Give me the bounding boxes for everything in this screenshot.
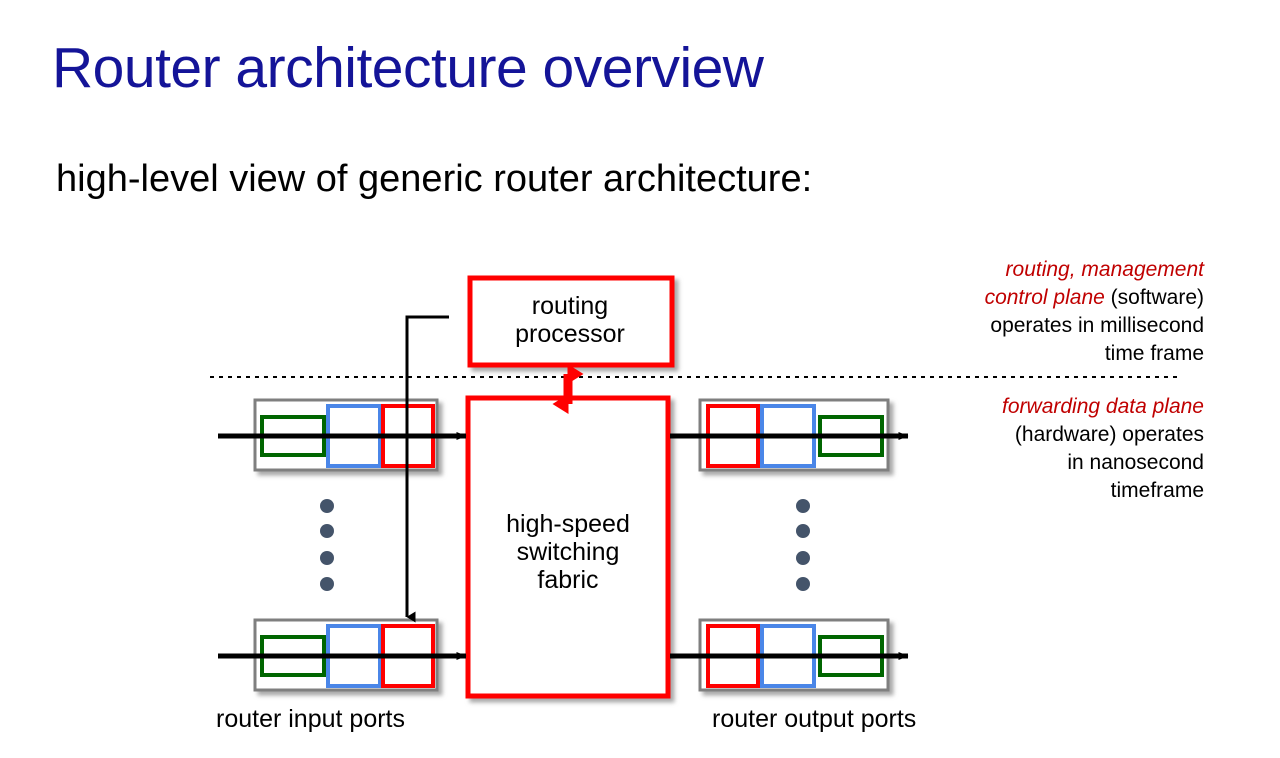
ellipsis-dot (320, 524, 334, 538)
input-ports-ellipsis (320, 499, 334, 591)
page-title: Router architecture overview (52, 36, 764, 100)
ellipsis-dot (796, 499, 810, 513)
switching-fabric-label-line2: switching (516, 538, 620, 566)
data-plane-annotation-line1: forwarding data plane (874, 393, 1204, 421)
routing-processor-label: routing processor (470, 292, 670, 348)
control-plane-annotation-line2: control plane (software) (874, 284, 1204, 312)
control-plane-annotation-line1: routing, management (874, 256, 1204, 284)
routing-processor-label-line1: routing (531, 292, 609, 320)
data-plane-annotation-line4: timeframe (1110, 478, 1204, 502)
data-plane-annotation: forwarding data plane (hardware) operate… (874, 393, 1204, 505)
switching-fabric-label: high-speed switching fabric (468, 510, 668, 594)
ellipsis-dot (796, 577, 810, 591)
ellipsis-dot (320, 499, 334, 513)
control-plane-annotation-line3: operates in millisecond (990, 313, 1204, 337)
control-plane-emphasis-2: control plane (984, 285, 1105, 309)
switching-fabric-box (465, 395, 671, 699)
output-ports-caption: router output ports (712, 705, 917, 733)
switching-fabric-label-line3: fabric (537, 566, 599, 594)
control-plane-emphasis-1: routing, management (1005, 258, 1204, 281)
data-plane-annotation-line3: in nanosecond (1067, 450, 1204, 474)
input-ports-caption: router input ports (216, 705, 405, 733)
ellipsis-dot (796, 524, 810, 538)
data-plane-emphasis-1: forwarding data plane (1002, 395, 1204, 418)
ellipsis-dot (320, 577, 334, 591)
control-plane-annotation-line4: time frame (1104, 341, 1204, 365)
slide-subtitle: high-level view of generic router archit… (56, 158, 813, 200)
control-plane-annotation: routing, management control plane (softw… (874, 256, 1204, 368)
output-ports-ellipsis (796, 499, 810, 591)
ellipsis-dot (796, 551, 810, 565)
ellipsis-dot (320, 551, 334, 565)
routing-processor-label-line2: processor (515, 320, 625, 348)
routing-processor-control-line (405, 315, 449, 623)
switching-fabric-label-line1: high-speed (506, 510, 630, 538)
data-plane-annotation-line2: (hardware) operates (1014, 422, 1204, 446)
control-plane-software-text: (software) (1104, 285, 1204, 309)
